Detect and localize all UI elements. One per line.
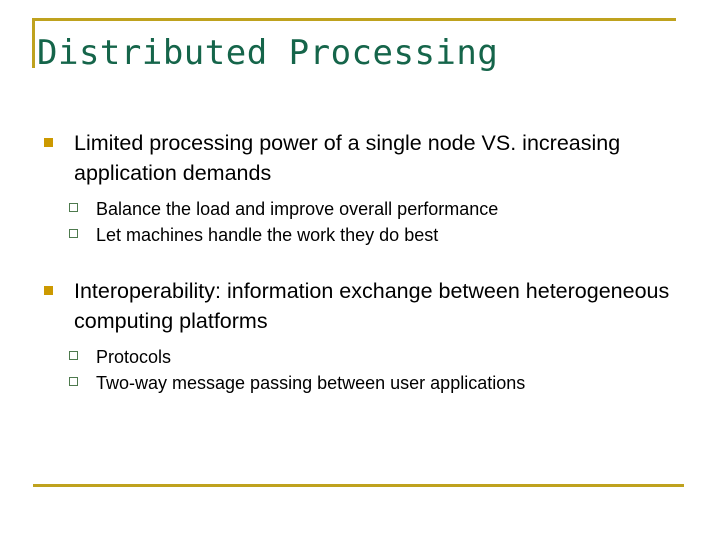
bullet-level2: Protocols [0,344,720,370]
filled-square-bullet-icon [44,138,53,147]
bullet-level2-text: Two-way message passing between user app… [96,373,526,393]
bullet-level1-text: Limited processing power of a single nod… [74,131,621,185]
hollow-square-bullet-icon [69,377,78,386]
left-accent-rule [32,18,35,68]
bottom-accent-rule [33,484,684,487]
sub-bullet-group: Protocols Two-way message passing betwee… [0,344,720,396]
sub-bullet-group: Balance the load and improve overall per… [0,196,720,248]
hollow-square-bullet-icon [69,203,78,212]
bullet-level2: Let machines handle the work they do bes… [0,222,720,248]
bullet-level2-text: Protocols [96,347,172,367]
bullet-group-spacer [0,248,720,276]
top-accent-rule [33,18,676,21]
bullet-level1: Limited processing power of a single nod… [0,128,720,188]
bullet-level1-text: Interoperability: information exchange b… [74,279,670,333]
slide-body: Limited processing power of a single nod… [0,128,720,396]
slide-title: Distributed Processing [37,33,499,73]
bullet-level2: Two-way message passing between user app… [0,370,720,396]
bullet-level2-text: Let machines handle the work they do bes… [96,225,439,245]
bullet-level2: Balance the load and improve overall per… [0,196,720,222]
bullet-level2-text: Balance the load and improve overall per… [96,199,499,219]
hollow-square-bullet-icon [69,351,78,360]
filled-square-bullet-icon [44,286,53,295]
hollow-square-bullet-icon [69,229,78,238]
bullet-level1: Interoperability: information exchange b… [0,276,720,336]
